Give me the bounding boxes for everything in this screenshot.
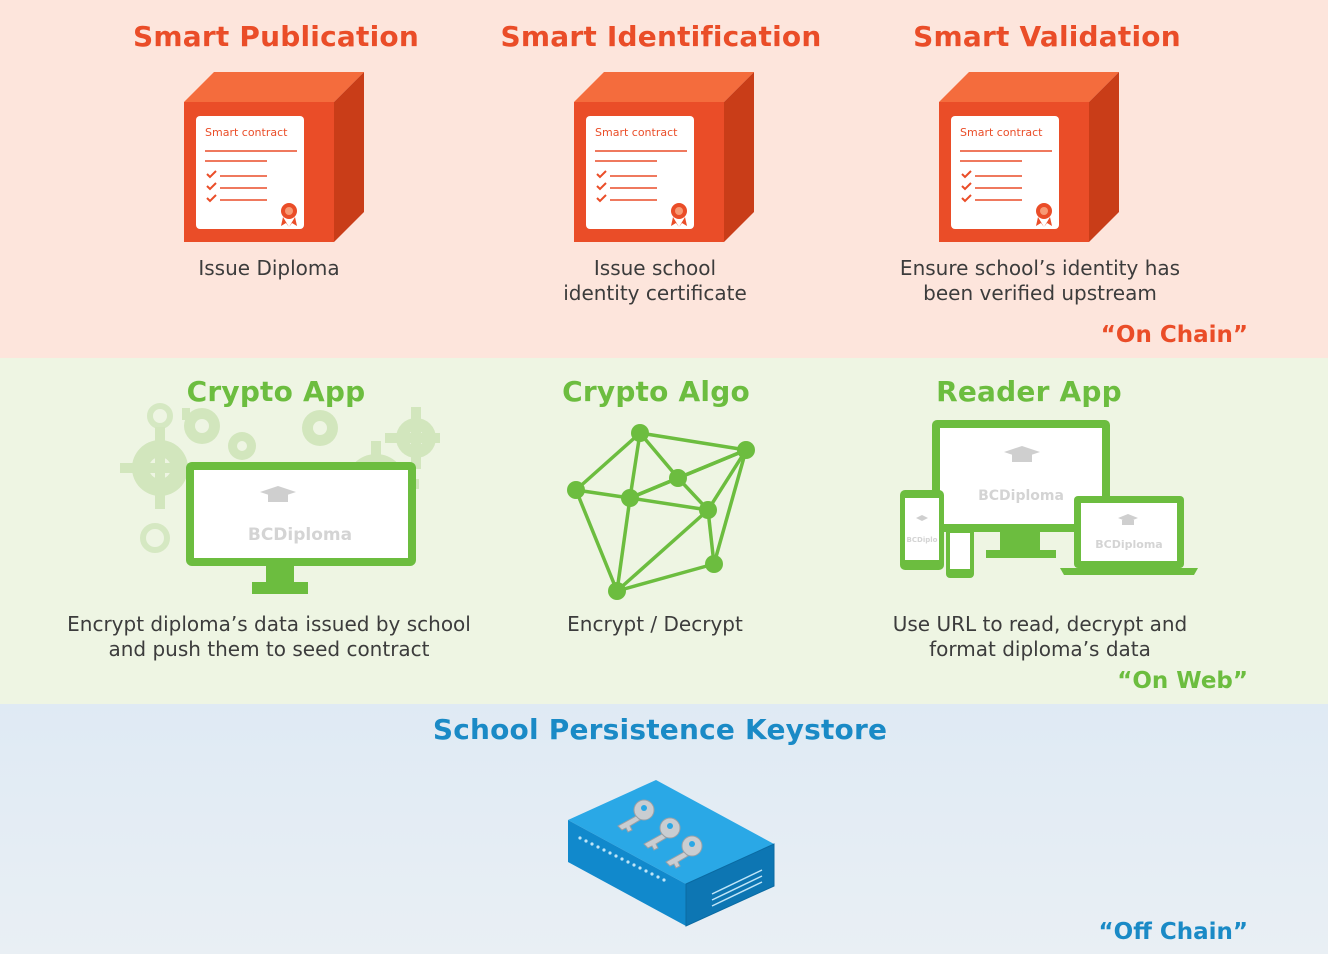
bcdiploma-logo: BCDiploma (978, 488, 1064, 504)
reader-app-desc: Use URL to read, decrypt and format dipl… (893, 612, 1188, 662)
desc-line: Encrypt / Decrypt (567, 612, 743, 636)
network-graph-icon (567, 424, 755, 600)
bcdiploma-logo: BCDiploma (248, 525, 352, 545)
on-chain-tag: “On Chain” (1100, 322, 1248, 348)
crypto-app-desc: Encrypt diploma’s data issued by school … (67, 612, 471, 662)
desc-line: Use URL to read, decrypt and (892, 612, 1188, 636)
smart-identification-desc: Issue school identity certificate (563, 256, 747, 306)
crypto-algo-title: Crypto Algo (562, 375, 750, 408)
contract-box-icon: Smart contract (184, 72, 364, 242)
contract-box-icon: Smart contract (574, 72, 754, 242)
smart-identification-title: Smart Identification (500, 20, 822, 53)
devices-icon: BCDiploma BCDiplo BCDiploma (900, 420, 1198, 578)
desc-line: been verified upstream (923, 281, 1157, 305)
svg-text:BCDiploma: BCDiploma (1095, 538, 1162, 551)
svg-text:BCDiplo: BCDiplo (907, 536, 938, 544)
desc-line: Ensure school’s identity has (899, 256, 1181, 280)
desc-line: Issue school (593, 256, 717, 280)
smart-validation-desc: Ensure school’s identity has been verifi… (900, 256, 1180, 306)
off-chain-tag: “Off Chain” (1098, 919, 1248, 945)
smart-validation-title: Smart Validation (913, 20, 1181, 53)
desc-line: identity certificate (563, 281, 747, 305)
keystore-server-icon (568, 780, 775, 927)
desc-line: and push them to seed contract (108, 637, 430, 661)
contract-box-icon: Smart contract (939, 72, 1119, 242)
crypto-app-title: Crypto App (186, 375, 366, 408)
on-web-tag: “On Web” (1117, 668, 1248, 694)
crypto-algo-desc: Encrypt / Decrypt (567, 612, 743, 637)
smart-publication-title: Smart Publication (133, 20, 419, 53)
smart-publication-desc: Issue Diploma (198, 256, 339, 281)
contract-label: Smart contract (960, 126, 1043, 139)
keystore-title: School Persistence Keystore (432, 713, 888, 746)
desc-line: format diploma’s data (929, 637, 1151, 661)
desc-line: Encrypt diploma’s data issued by school (67, 612, 471, 636)
reader-app-title: Reader App (936, 375, 1122, 408)
contract-label: Smart contract (205, 126, 288, 139)
desc-line: Issue Diploma (198, 256, 340, 280)
gears-monitor-icon: BCDiploma (120, 403, 440, 594)
contract-label: Smart contract (595, 126, 678, 139)
